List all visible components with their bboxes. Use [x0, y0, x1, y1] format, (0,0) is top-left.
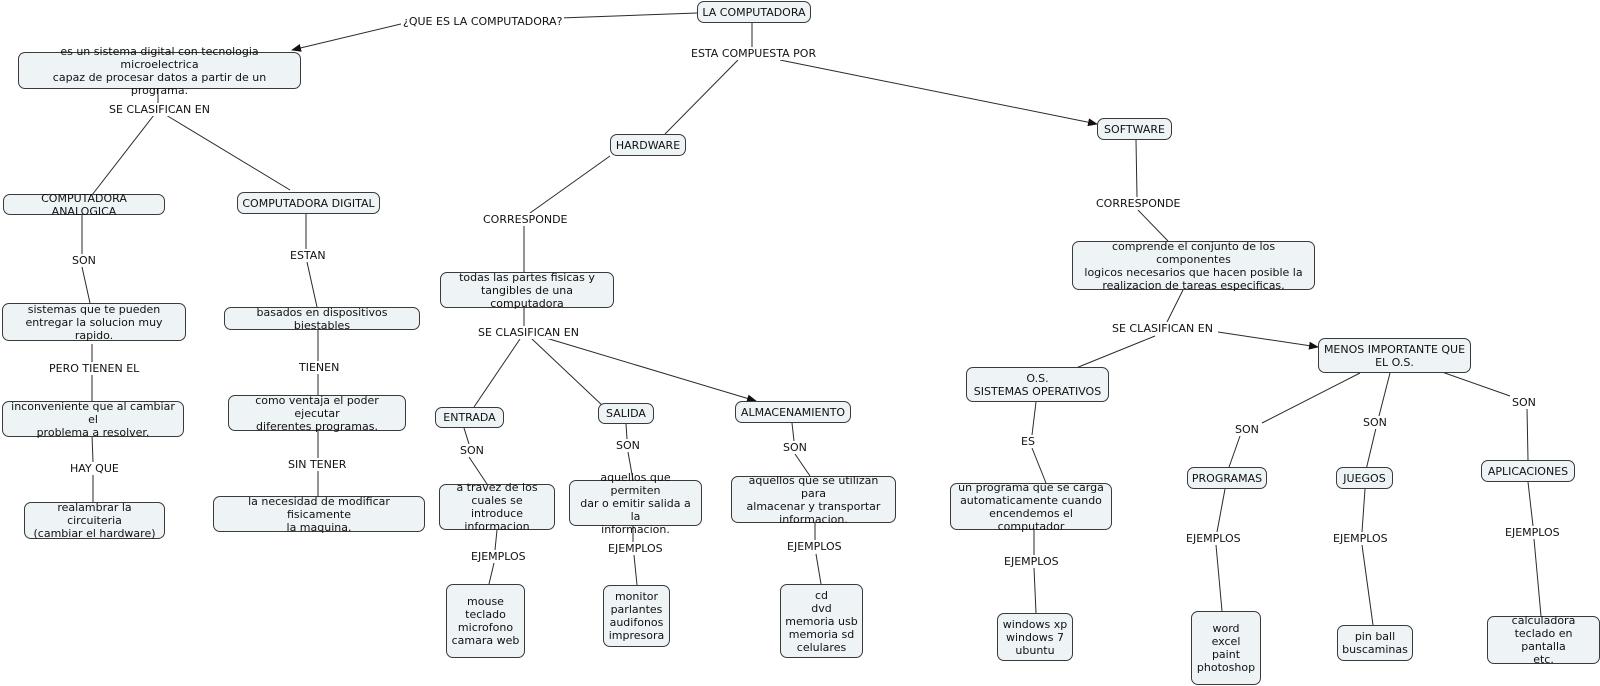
label-se-clasifican-tipos: SE CLASIFICAN EN — [107, 103, 212, 116]
node-juegos[interactable]: JUEGOS — [1336, 467, 1393, 489]
label-ejemplos-almacenamiento: EJEMPLOS — [785, 540, 844, 553]
label-ejemplos-programas: EJEMPLOS — [1184, 532, 1243, 545]
node-digital-sin-necesidad[interactable]: la necesidad de modificar fisicamente la… — [213, 495, 425, 534]
node-computadora-analogica[interactable]: COMPUTADORA ANALOGICA — [3, 192, 165, 218]
node-os-ejemplos[interactable]: windows xp windows 7 ubuntu — [997, 613, 1073, 661]
label-esta-compuesta: ESTA COMPUESTA POR — [689, 47, 819, 60]
node-analog-solucion[interactable]: realambrar la circuiteria (cambiar el ha… — [24, 501, 165, 540]
node-almacenamiento-ejemplos[interactable]: cd dvd memoria usb memoria sd celulares — [780, 584, 863, 658]
label-ejemplos-entrada: EJEMPLOS — [469, 550, 528, 563]
label-corresponde-hardware: CORRESPONDE — [481, 213, 570, 226]
node-salida-desc[interactable]: aquellos que permiten dar o emitir salid… — [569, 471, 702, 536]
node-digital-ventaja[interactable]: como ventaja el poder ejecutar diferente… — [228, 394, 406, 433]
label-es: ES — [1019, 435, 1037, 448]
label-hay-que: HAY QUE — [68, 462, 121, 475]
node-entrada-ejemplos[interactable]: mouse teclado microfono camara web — [446, 584, 525, 658]
node-entrada-desc[interactable]: a travez de los cuales se introduce info… — [439, 481, 555, 533]
label-ejemplos-aplicaciones: EJEMPLOS — [1503, 526, 1562, 539]
label-son-programas: SON — [1233, 423, 1261, 436]
node-programas[interactable]: PROGRAMAS — [1187, 467, 1267, 489]
node-aplicaciones[interactable]: APLICACIONES — [1481, 460, 1575, 482]
label-tienen: TIENEN — [297, 361, 342, 374]
label-son-aplicaciones: SON — [1510, 396, 1538, 409]
node-almacenamiento-desc[interactable]: aquellos que se utilizan para almacenar … — [731, 474, 896, 526]
node-software-desc[interactable]: comprende el conjunto de los componentes… — [1072, 240, 1315, 292]
label-pero-tienen: PERO TIENEN EL — [47, 362, 142, 375]
node-digital-desc[interactable]: basados en dispositivos biestables — [224, 306, 420, 332]
node-almacenamiento[interactable]: ALMACENAMIENTO — [735, 401, 851, 423]
label-son-entrada: SON — [458, 444, 486, 457]
node-analog-problema[interactable]: inconveniente que al cambiar el problema… — [2, 400, 184, 439]
node-sistemas-operativos[interactable]: O.S. SISTEMAS OPERATIVOS — [966, 367, 1109, 402]
label-ejemplos-juegos: EJEMPLOS — [1331, 532, 1390, 545]
label-son-almacenamiento: SON — [781, 441, 809, 454]
node-la-computadora[interactable]: LA COMPUTADORA — [697, 1, 811, 23]
label-corresponde-software: CORRESPONDE — [1094, 197, 1183, 210]
node-salida[interactable]: SALIDA — [598, 403, 654, 424]
node-computadora-digital[interactable]: COMPUTADORA DIGITAL — [237, 192, 380, 214]
label-clasifican-software: SE CLASIFICAN EN — [1110, 322, 1215, 335]
label-son-salida: SON — [614, 439, 642, 452]
label-son-analog: SON — [70, 254, 98, 267]
node-os-desc[interactable]: un programa que se carga automaticamente… — [950, 481, 1112, 533]
node-software[interactable]: SOFTWARE — [1097, 118, 1172, 140]
label-clasifican-hardware: SE CLASIFICAN EN — [476, 326, 581, 339]
node-programas-ejemplos[interactable]: word excel paint photoshop — [1191, 611, 1261, 685]
node-salida-ejemplos[interactable]: monitor parlantes audifonos impresora — [603, 585, 670, 647]
node-definicion[interactable]: es un sistema digital con tecnologia mic… — [18, 45, 301, 97]
label-son-juegos: SON — [1361, 416, 1389, 429]
label-estan: ESTAN — [288, 249, 328, 262]
node-aplicaciones-ejemplos[interactable]: calculadora teclado en pantalla etc. — [1487, 614, 1600, 666]
label-ejemplos-salida: EJEMPLOS — [606, 542, 665, 555]
node-hardware[interactable]: HARDWARE — [610, 134, 686, 156]
node-analog-desc[interactable]: sistemas que te pueden entregar la soluc… — [2, 303, 186, 342]
node-hardware-desc[interactable]: todas las partes fisicas y tangibles de … — [440, 271, 614, 310]
label-sin-tener: SIN TENER — [286, 458, 349, 471]
label-que-es: ¿QUE ES LA COMPUTADORA? — [401, 15, 565, 28]
node-menos-importante[interactable]: MENOS IMPORTANTE QUE EL O.S. — [1318, 338, 1471, 373]
node-entrada[interactable]: ENTRADA — [435, 407, 504, 428]
node-juegos-ejemplos[interactable]: pin ball buscaminas — [1337, 625, 1413, 661]
label-ejemplos-os: EJEMPLOS — [1002, 555, 1061, 568]
